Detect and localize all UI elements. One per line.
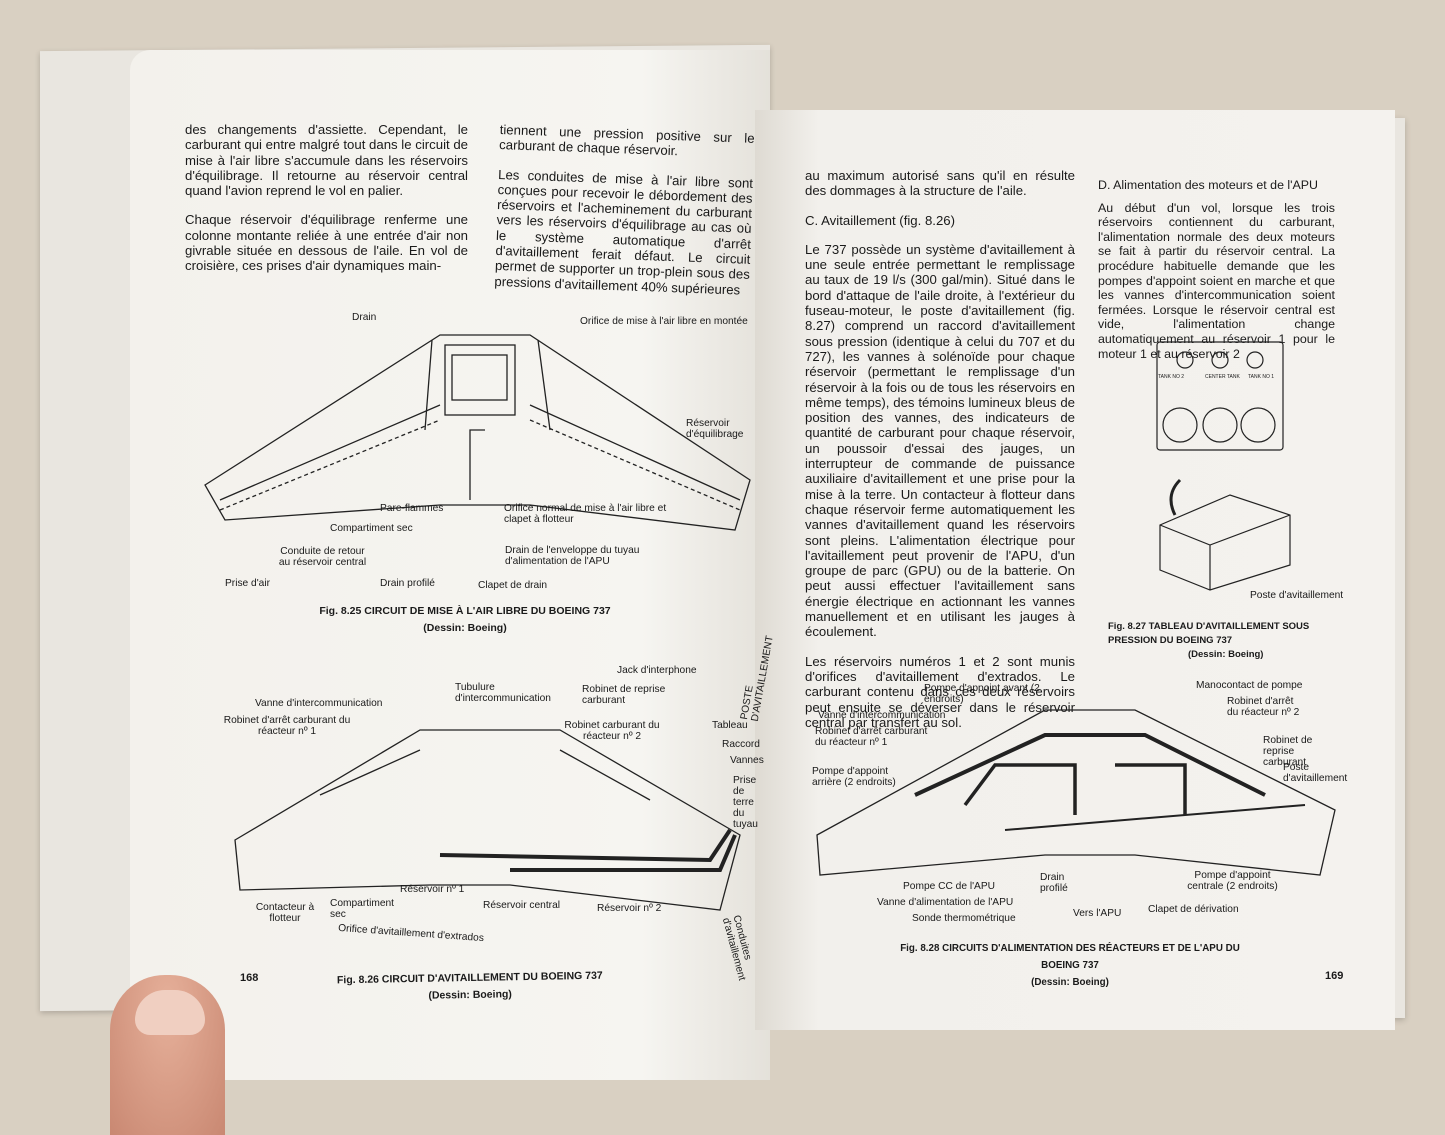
fig827-label: Poste d'avitaillement xyxy=(1250,590,1344,601)
paragraph: Le 737 possède un système d'avitaillemen… xyxy=(805,241,1075,640)
fig828-label: Pompe d'appoint arrière (2 endroits) xyxy=(812,766,896,788)
fig825-caption: Fig. 8.25 CIRCUIT DE MISE À L'AIR LIBRE … xyxy=(300,603,630,637)
paragraph: des changements d'assiette. Cependant, l… xyxy=(185,122,468,199)
fig826-label: Vanne d'intercommunication xyxy=(255,698,383,709)
fig826-label: Réservoir nº 2 xyxy=(597,903,662,914)
fig826-label: Vannes xyxy=(730,755,764,766)
paragraph: au maximum autorisé sans qu'il en résult… xyxy=(805,168,1075,199)
fig826-label: Robinet de reprise carburant xyxy=(582,684,666,706)
fig828-label: Manocontact de pompe xyxy=(1196,680,1303,691)
caption-credit: (Dessin: Boeing) xyxy=(423,622,507,634)
fig828-label: Pompe d'appoint centrale (2 endroits) xyxy=(1187,870,1278,892)
left-page xyxy=(130,50,770,1080)
fig-8-27-station xyxy=(1159,478,1291,591)
fig828-label: Robinet d'arrêt du réacteur nº 2 xyxy=(1227,696,1300,718)
fig826-label: Prise de terre du tuyau xyxy=(733,775,758,830)
fig828-label: Vanne d'intercommunication xyxy=(818,710,946,721)
fig828-label: Pompe CC de l'APU xyxy=(903,881,995,892)
left-column-1: des changements d'assiette. Cependant, l… xyxy=(185,122,468,288)
panel-label: TANK NO 2 xyxy=(1158,374,1185,380)
panel-label: TANK NO 1 xyxy=(1248,374,1275,380)
fig826-label: Réservoir nº 1 xyxy=(400,884,465,895)
fig825-label: Drain xyxy=(352,312,377,323)
fig825-label: Orifice normal de mise à l'air libre et … xyxy=(504,503,667,525)
fig828-label: Clapet de dérivation xyxy=(1148,904,1239,915)
fig828-label: Vanne d'alimentation de l'APU xyxy=(877,897,1014,908)
section-heading: D. Alimentation des moteurs et de l'APU xyxy=(1098,178,1318,192)
fig828-caption: Fig. 8.28 CIRCUITS D'ALIMENTATION DES RÉ… xyxy=(880,940,1260,991)
fig825-label: Clapet de drain xyxy=(478,580,548,591)
fig826-label: Tableau xyxy=(712,720,748,731)
fig826-label: Tubulure d'intercommunication xyxy=(455,682,551,704)
fig826-label: Compartiment sec xyxy=(330,898,394,920)
paragraph: Les réservoirs numéros 1 et 2 sont munis… xyxy=(805,653,1075,730)
caption-text: Fig. 8.27 TABLEAU D'AVITAILLEMENT SOUS P… xyxy=(1108,621,1310,646)
panel-label: CENTER TANK xyxy=(1205,374,1240,380)
fig825-label: Réservoir d'équilibrage xyxy=(686,418,744,440)
fingernail xyxy=(135,990,205,1035)
fig826-caption: Fig. 8.26 CIRCUIT D'AVITAILLEMENT DU BOE… xyxy=(305,967,636,1007)
fig-8-27-panel xyxy=(1156,341,1284,451)
fig826-label: Réservoir central xyxy=(483,900,560,911)
right-column-2: D. Alimentation des moteurs et de l'APU … xyxy=(1098,178,1335,375)
fig826-label: Jack d'interphone xyxy=(617,665,697,676)
fig825-label: Drain profilé xyxy=(380,578,435,589)
fig825-label: Pare-flammes xyxy=(380,503,444,514)
right-page xyxy=(755,110,1395,1030)
caption-text: Fig. 8.28 CIRCUITS D'ALIMENTATION DES RÉ… xyxy=(900,943,1240,971)
fig828-label: Poste d'avitaillement xyxy=(1283,762,1348,784)
fig828-label: Sonde thermométrique xyxy=(912,913,1016,924)
fig828-label: Drain profilé xyxy=(1040,872,1068,894)
paragraph: Chaque réservoir d'équilibrage renferme … xyxy=(185,212,468,274)
paragraph: Les conduites de mise à l'air libre sont… xyxy=(494,166,754,298)
fig826-label: Contacteur à flotteur xyxy=(255,902,315,924)
fig825-label: Prise d'air xyxy=(225,578,270,589)
section-heading: C. Avitaillement (fig. 8.26) xyxy=(805,212,956,228)
fig828-label: Robinet de reprise carburant xyxy=(1263,735,1313,768)
fig826-label: Robinet d'arrêt carburant du réacteur nº… xyxy=(223,715,351,737)
paragraph: Au début d'un vol, lorsque les trois rés… xyxy=(1098,200,1335,361)
fig826-label: Raccord xyxy=(722,739,760,750)
fig825-label: Compartiment sec xyxy=(330,523,413,534)
fig826-label: Robinet carburant du réacteur nº 2 xyxy=(564,720,660,742)
caption-credit: (Dessin: Boeing) xyxy=(1188,649,1264,660)
fig828-label: Vers l'APU xyxy=(1073,908,1122,919)
fig827-caption: Fig. 8.27 TABLEAU D'AVITAILLEMENT SOUS P… xyxy=(1108,620,1333,662)
fig825-label: Drain de l'enveloppe du tuyau d'alimenta… xyxy=(505,545,640,567)
page-number-right: 169 xyxy=(1325,970,1344,982)
fig828-label: Robinet d'arrêt carburant du réacteur nº… xyxy=(815,726,928,748)
page-number-left: 168 xyxy=(240,972,259,984)
right-column-1: au maximum autorisé sans qu'il en résult… xyxy=(805,168,1075,744)
fig-8-25-diagram xyxy=(204,334,751,531)
fig-8-26-diagram xyxy=(234,729,741,911)
fig825-label: Conduite de retour au réservoir central xyxy=(278,546,367,568)
caption-credit: (Dessin: Boeing) xyxy=(1031,977,1109,988)
fig825-label: Orifice de mise à l'air libre en montée xyxy=(580,316,748,327)
fig828-label: Pompe d'appoint avant (2 endroits) xyxy=(924,683,1040,705)
left-column-2: tiennent une pression positive sur le ca… xyxy=(494,122,755,312)
fig-8-28-diagram xyxy=(816,709,1336,876)
caption-text: Fig. 8.25 CIRCUIT DE MISE À L'AIR LIBRE … xyxy=(319,605,611,617)
